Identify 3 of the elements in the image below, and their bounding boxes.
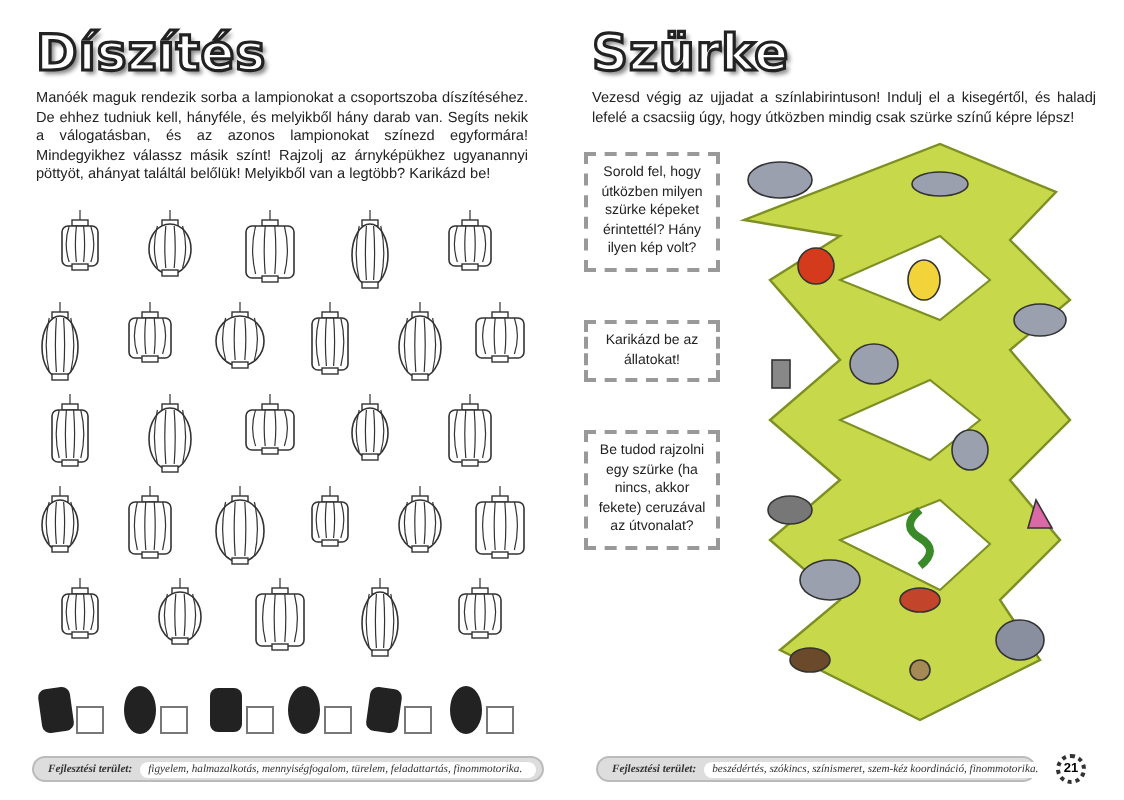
skills-bar	[32, 756, 544, 782]
page-heading: Díszítés	[36, 24, 267, 82]
page-heading: Szürke	[592, 24, 790, 82]
